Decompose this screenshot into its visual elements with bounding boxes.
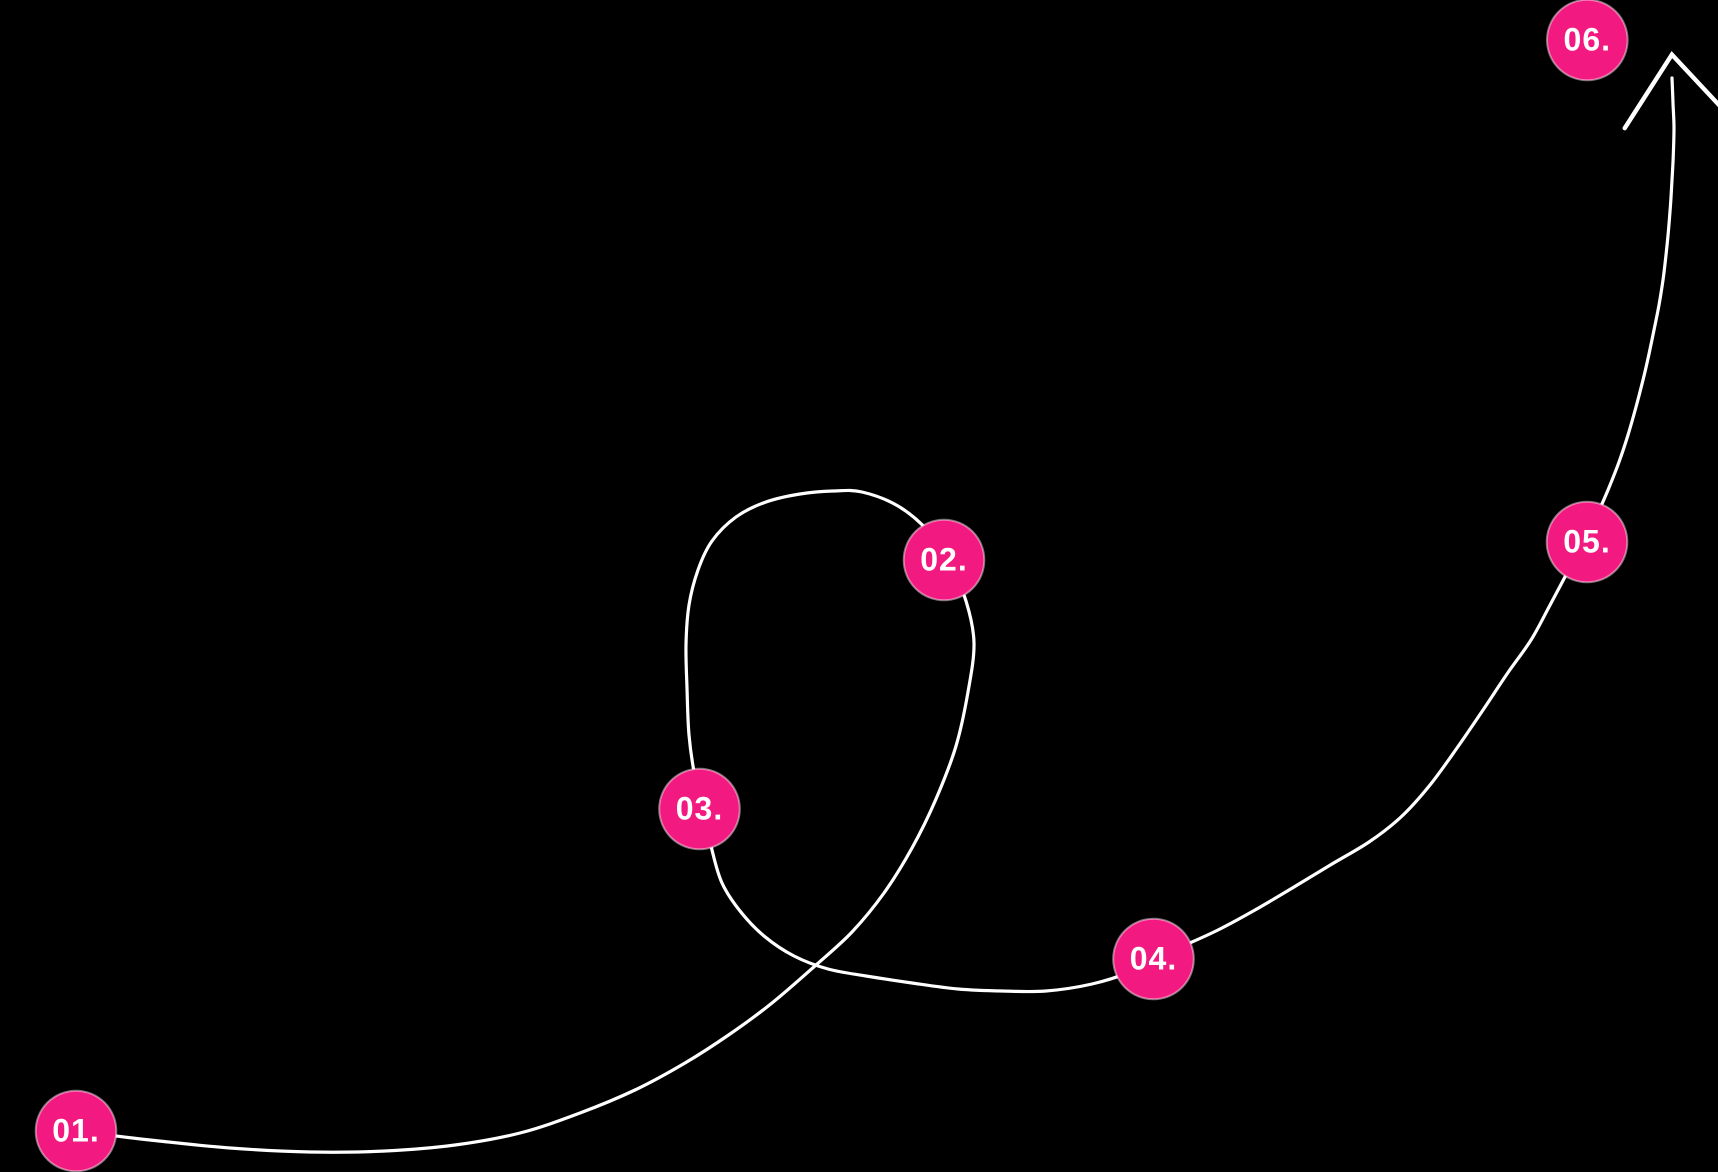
svg-text:02.: 02. — [920, 542, 967, 578]
svg-text:03.: 03. — [676, 791, 723, 827]
svg-text:06.: 06. — [1564, 22, 1611, 58]
svg-text:05.: 05. — [1563, 524, 1610, 560]
svg-text:01.: 01. — [52, 1113, 99, 1149]
svg-text:04.: 04. — [1130, 941, 1177, 977]
